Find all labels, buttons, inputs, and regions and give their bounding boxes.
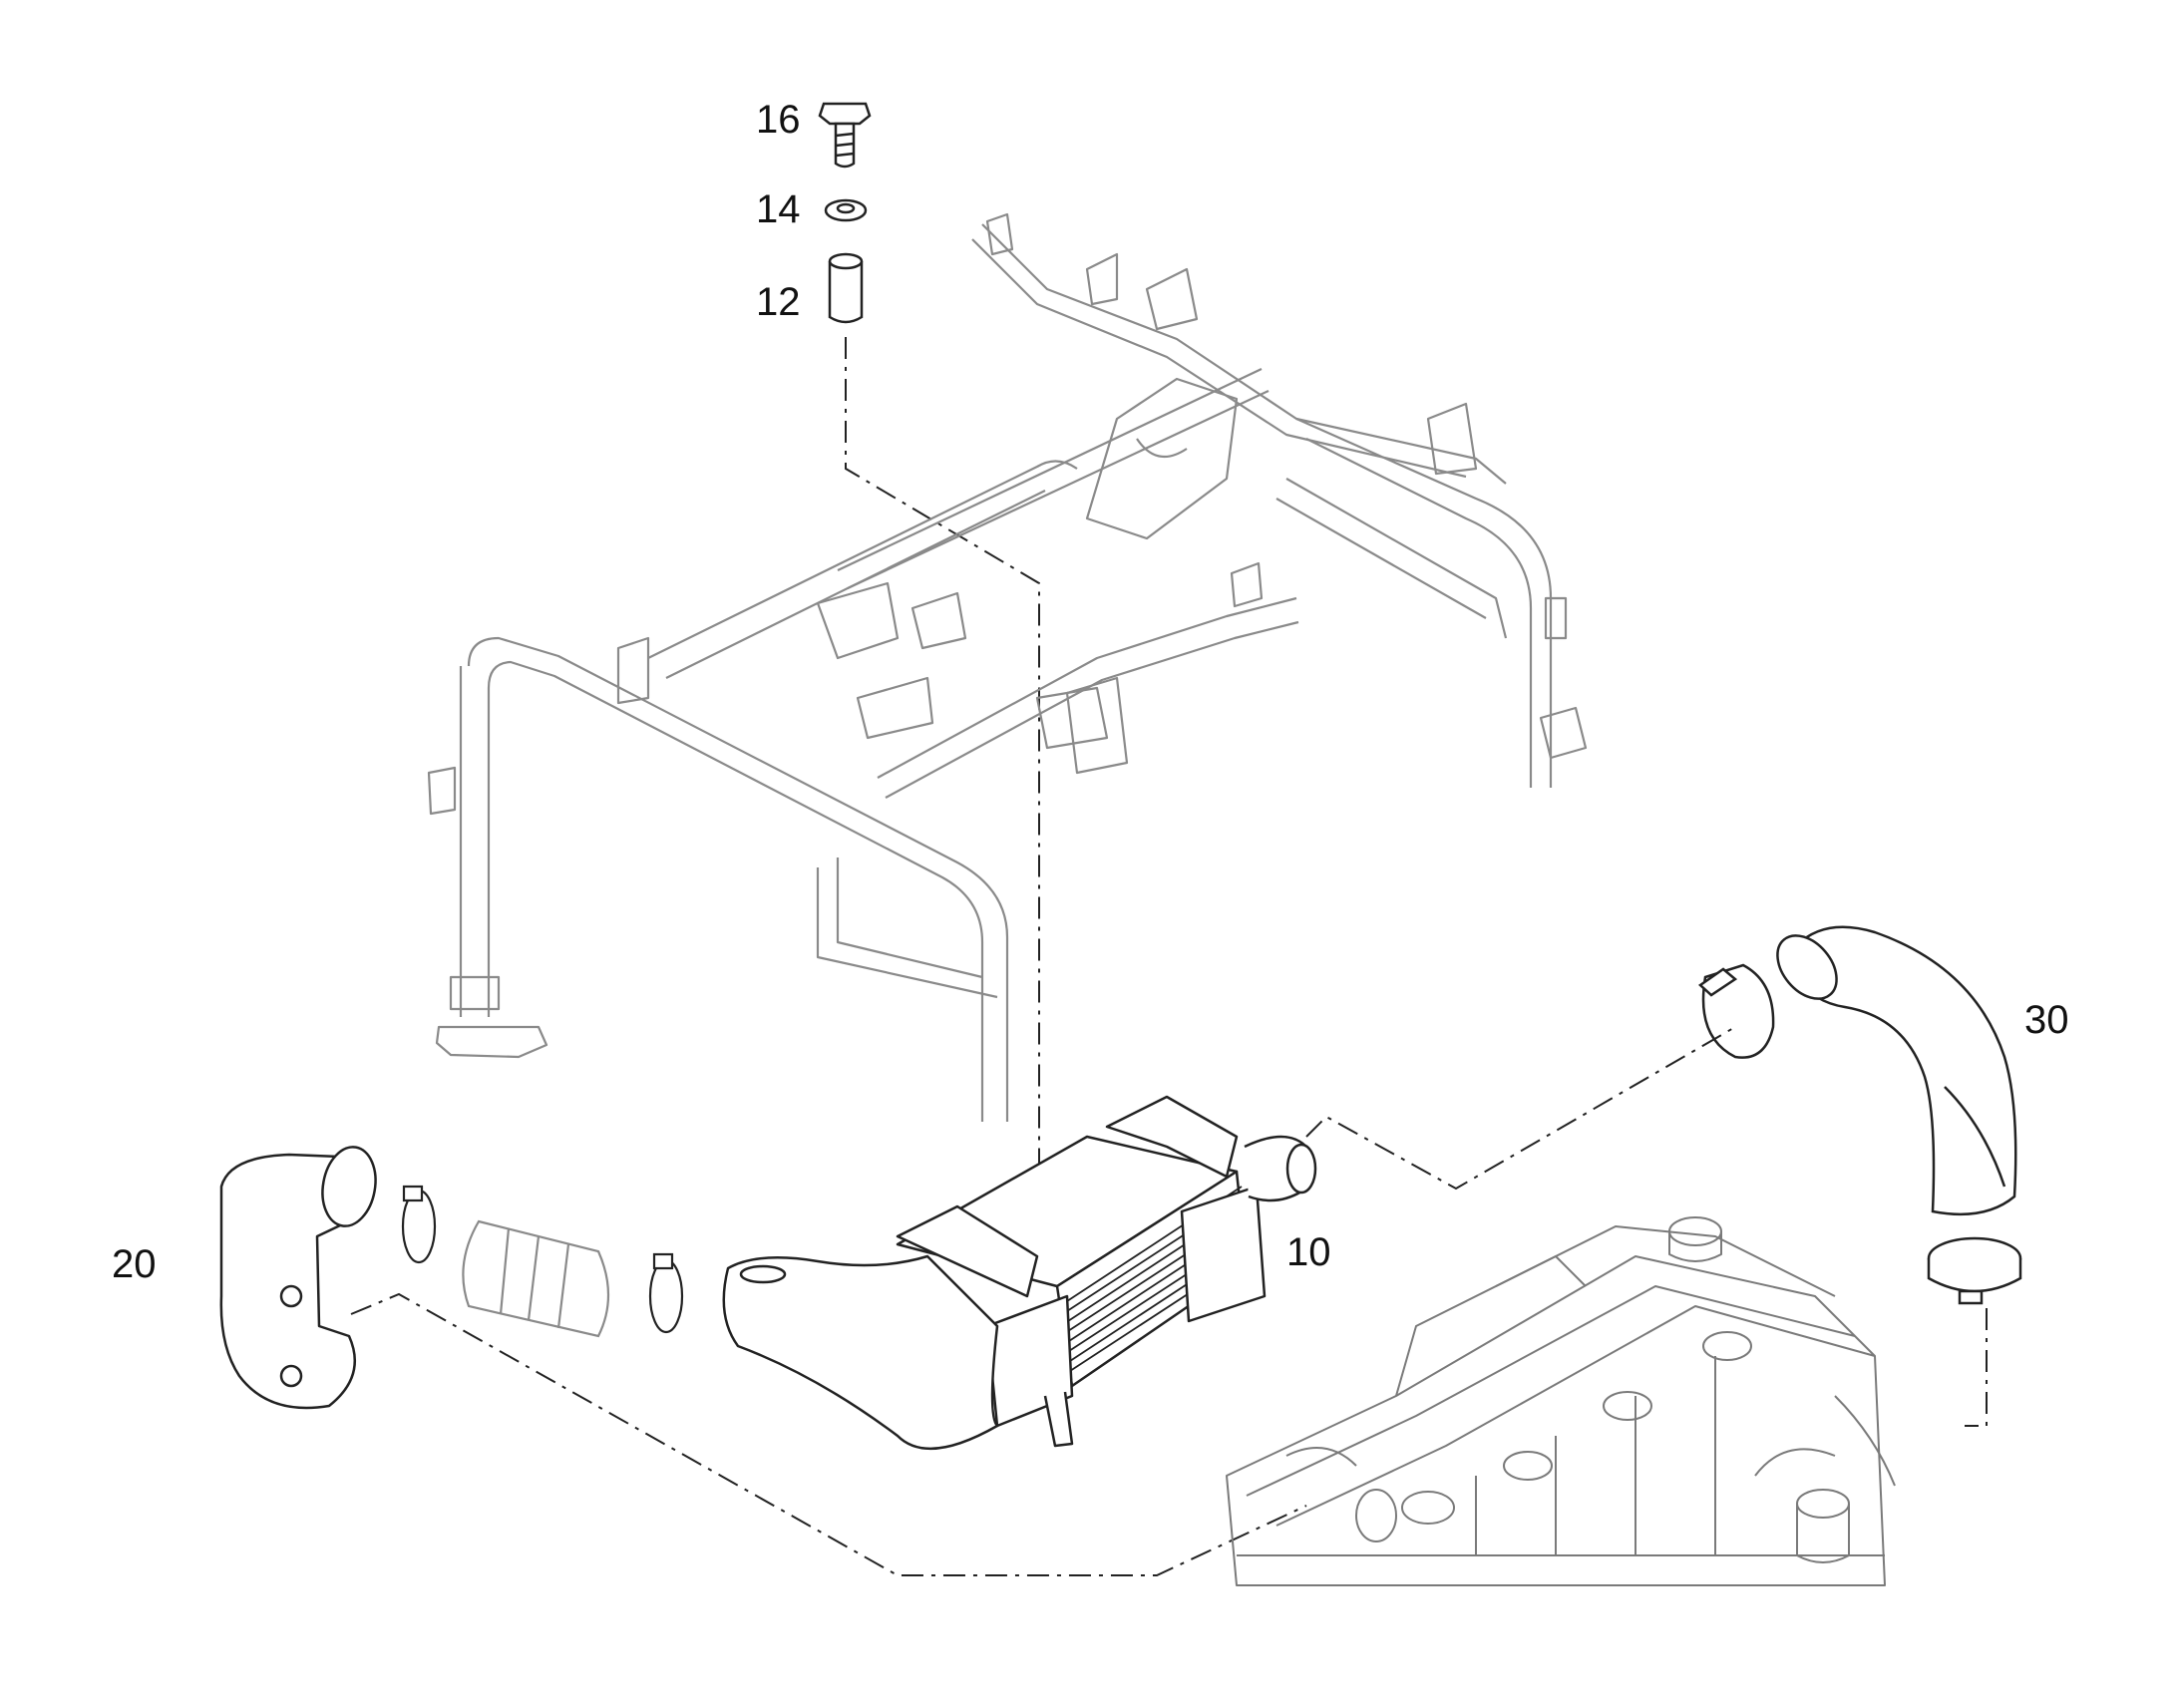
callout-14: 14 [756,187,801,231]
callout-10: 10 [1286,1230,1331,1274]
washer-part-14 [824,198,868,222]
callout-20: 20 [112,1242,157,1286]
engine-block [1226,1216,1896,1586]
hose-part-30 [1776,925,2017,1216]
clamp-lower-right [1927,1236,2022,1305]
coupler-hose [462,1219,610,1338]
bolt-part-16 [818,102,872,169]
leader-line-hose [1305,1026,1988,1427]
callout-30: 30 [2024,998,2069,1042]
spacer-part-12 [828,252,864,324]
clamp-left-b [648,1252,684,1334]
leader-line-duct [350,1292,1307,1576]
intercooler-part-10 [722,1095,1317,1451]
callout-16: 16 [756,98,801,142]
leader-line-mount [845,337,1040,1244]
elbow-duct-part-20 [219,1146,377,1410]
callout-12: 12 [756,280,801,324]
roll-frame [427,212,1588,1122]
clamp-left-a [401,1185,437,1264]
clamp-upper-right [1697,963,1775,1059]
